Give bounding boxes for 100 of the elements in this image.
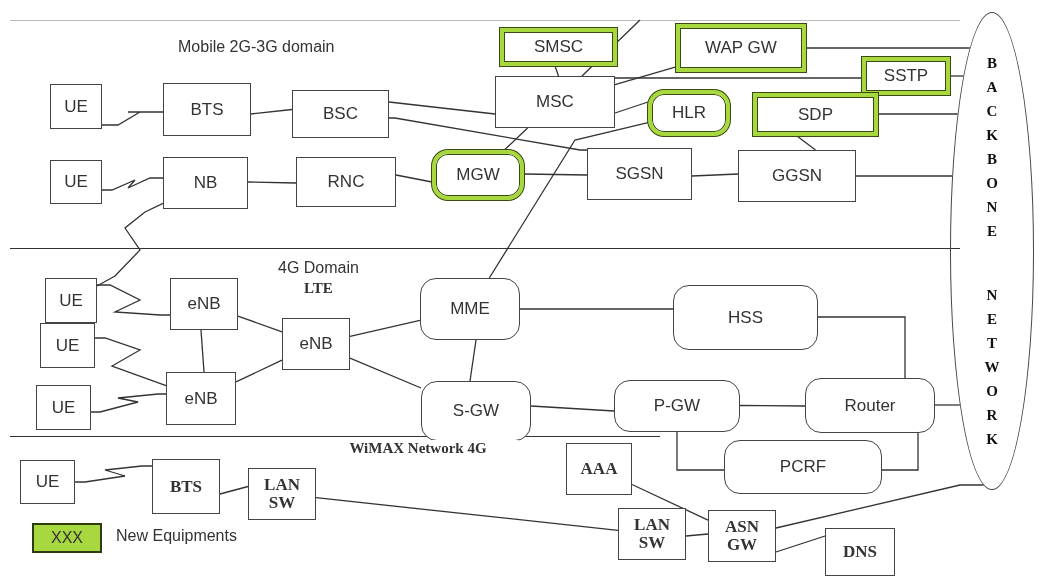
node-label: eNB: [184, 389, 218, 408]
equipment-box: [618, 508, 686, 560]
new-equipment-box: [500, 28, 617, 66]
node-label: GGSN: [771, 167, 823, 185]
connector-line: [235, 359, 283, 383]
vertical-label: BACKBONE: [985, 54, 999, 241]
rounded-box: [673, 285, 818, 350]
equipment-box: [163, 83, 251, 136]
connector-line: [349, 319, 421, 337]
equipment-box: [40, 323, 95, 368]
connector-line: [691, 173, 739, 177]
radio-link: [96, 284, 171, 316]
connector-line: [530, 405, 615, 412]
node-label: BTS: [190, 100, 224, 119]
radio-link: [90, 393, 167, 413]
node-label: Router: [844, 396, 896, 415]
new-equipment-box: [432, 150, 524, 200]
node-label: BSC: [323, 105, 358, 123]
node-label: RNC: [327, 173, 365, 191]
connector-line: [775, 535, 826, 553]
legend-swatch: XXX: [32, 523, 102, 553]
node-label: MME: [450, 300, 490, 318]
node-label: MGW: [456, 166, 500, 184]
new-equipment-box: [648, 90, 730, 136]
connector-line: [685, 533, 709, 537]
radio-link: [101, 111, 164, 126]
equipment-box: [738, 150, 856, 202]
node-label: eNB: [299, 335, 333, 353]
node-label: BTS: [169, 477, 203, 496]
connector-line: [469, 339, 477, 382]
connector-line: [739, 404, 806, 407]
new-equipment-box: [753, 93, 878, 136]
node-label: PCRF: [779, 458, 827, 476]
connector-line: [200, 329, 205, 373]
connector-line: [775, 484, 985, 529]
connector-line: [488, 122, 649, 279]
radio-link: [101, 177, 164, 191]
connector-line: [388, 101, 496, 115]
equipment-box: [587, 148, 692, 200]
connector-line: [877, 113, 959, 115]
rounded-box: [805, 378, 935, 433]
rounded-box: [614, 380, 740, 432]
connector-line: [614, 66, 677, 86]
equipment-box: [170, 278, 238, 330]
node-label: NB: [193, 174, 218, 192]
connector-line: [881, 432, 919, 471]
node-label: UE: [64, 97, 88, 116]
connector-line: [949, 75, 965, 77]
equipment-box: [50, 160, 102, 204]
node-label: P-GW: [653, 397, 701, 415]
connector-line: [805, 47, 971, 49]
node-label: SMSC: [533, 38, 584, 56]
rounded-box: [724, 440, 882, 494]
node-label: SGSN: [615, 165, 664, 183]
connector-line: [503, 127, 529, 151]
rounded-box: [421, 381, 531, 441]
connector-line: [250, 108, 293, 115]
node-label: HLR: [672, 104, 706, 122]
node-label: AAA: [580, 460, 618, 478]
equipment-box: [36, 385, 91, 430]
connector-line: [349, 357, 422, 389]
vertical-label: NETWORK: [984, 286, 1000, 449]
connector-line: [519, 308, 674, 310]
equipment-box: [248, 468, 316, 520]
equipment-box: [495, 76, 615, 128]
connector-line: [388, 117, 588, 151]
node-label: SSTP: [883, 67, 929, 85]
equipment-box: [566, 443, 632, 495]
node-label: UE: [35, 473, 60, 491]
node-label: MSC: [536, 93, 574, 111]
new-equipment-box: [676, 24, 806, 72]
connector-line: [676, 431, 725, 471]
node-label: LAN SW: [633, 516, 671, 552]
node-label: ASN GW: [724, 518, 760, 554]
connector-line: [219, 485, 249, 495]
node-label: DNS: [843, 543, 877, 561]
equipment-box: [282, 318, 350, 370]
node-label: eNB: [187, 295, 221, 313]
node-label: UE: [55, 336, 80, 355]
connector-line: [395, 174, 433, 183]
equipment-box: [152, 459, 220, 514]
node-label: WAP GW: [705, 39, 777, 57]
new-equipment-box: [862, 57, 950, 95]
connector-line: [247, 181, 297, 184]
connector-line: [315, 497, 619, 531]
connector-line: [614, 77, 863, 79]
node-label: LAN SW: [263, 476, 301, 512]
node-label: UE: [64, 173, 88, 191]
radio-link: [94, 337, 167, 387]
equipment-box: [45, 278, 97, 323]
radio-link: [74, 465, 153, 483]
connector-line: [934, 404, 961, 406]
equipment-box: [708, 510, 776, 562]
legend-label: New Equipments: [116, 527, 237, 546]
equipment-box: [292, 90, 389, 138]
connector-line: [631, 483, 709, 521]
node-label: S-GW: [452, 402, 500, 420]
equipment-box: [296, 157, 396, 207]
equipment-box: [825, 528, 895, 576]
node-label: UE: [59, 291, 83, 310]
